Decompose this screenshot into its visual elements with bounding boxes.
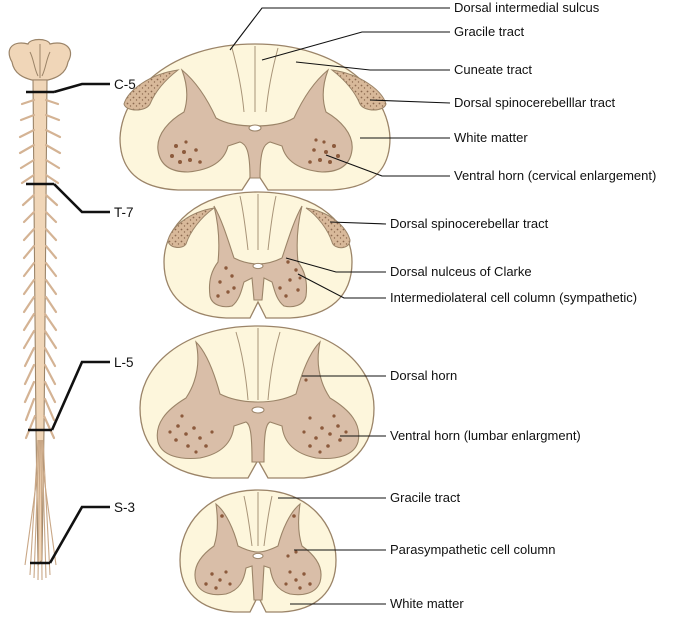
whole-spinal-cord: C-5 T-7 L-5 S-3 bbox=[8, 38, 136, 581]
label-ventral-horn-lumbar: Ventral horn (lumbar enlargment) bbox=[390, 428, 581, 443]
s3-cell-bodies bbox=[204, 514, 312, 590]
s3-gray-matter bbox=[194, 502, 322, 601]
cross-section-s3 bbox=[179, 489, 337, 613]
segment-label-l5: L-5 bbox=[114, 355, 134, 370]
label-white-matter-s3: White matter bbox=[390, 596, 464, 611]
l5-gray-matter bbox=[156, 340, 360, 463]
label-gracile-tract-c5: Gracile tract bbox=[454, 24, 524, 39]
c5-dorsal-spinocerebellar-tract-left bbox=[123, 69, 180, 111]
label-ventral-horn-cervical: Ventral horn (cervical enlargement) bbox=[454, 168, 656, 183]
segment-label-s3: S-3 bbox=[114, 500, 135, 515]
l5-ventral-horn-cells bbox=[168, 378, 348, 454]
c5-ventral-horn-cells bbox=[170, 138, 340, 164]
label-dorsal-spinocerebellar-tract-t7: Dorsal spinocerebellar tract bbox=[390, 216, 549, 231]
label-intermediolateral-cell-column: Intermediolateral cell column (sympathet… bbox=[390, 290, 637, 305]
label-dorsal-spinocerebellar-tract-c5: Dorsal spinocerebelllar tract bbox=[454, 95, 616, 110]
cross-section-c5 bbox=[119, 43, 391, 191]
leader-lines bbox=[229, 7, 451, 605]
label-gracile-tract-s3: Gracile tract bbox=[390, 490, 460, 505]
t7-dorsal-spinocerebellar-tract-right bbox=[305, 207, 351, 249]
cauda-equina bbox=[24, 439, 57, 581]
segment-label-c5: C-5 bbox=[114, 77, 136, 92]
cross-section-t7 bbox=[163, 191, 353, 319]
cross-section-l5 bbox=[139, 325, 375, 479]
label-dorsal-horn: Dorsal horn bbox=[390, 368, 457, 383]
label-dorsal-intermedial-sulcus: Dorsal intermedial sulcus bbox=[454, 0, 600, 15]
label-cuneate-tract: Cuneate tract bbox=[454, 62, 532, 77]
label-parasympathetic-cell-column: Parasympathetic cell column bbox=[390, 542, 555, 557]
label-white-matter-c5: White matter bbox=[454, 130, 528, 145]
label-dorsal-nucleus-clarke: Dorsal nulceus of Clarke bbox=[390, 264, 532, 279]
t7-cell-bodies bbox=[216, 260, 302, 298]
t7-dorsal-spinocerebellar-tract-left bbox=[167, 207, 215, 248]
spinal-nerves bbox=[18, 98, 62, 440]
segment-label-t7: T-7 bbox=[114, 205, 134, 220]
c5-gray-matter bbox=[157, 68, 353, 179]
